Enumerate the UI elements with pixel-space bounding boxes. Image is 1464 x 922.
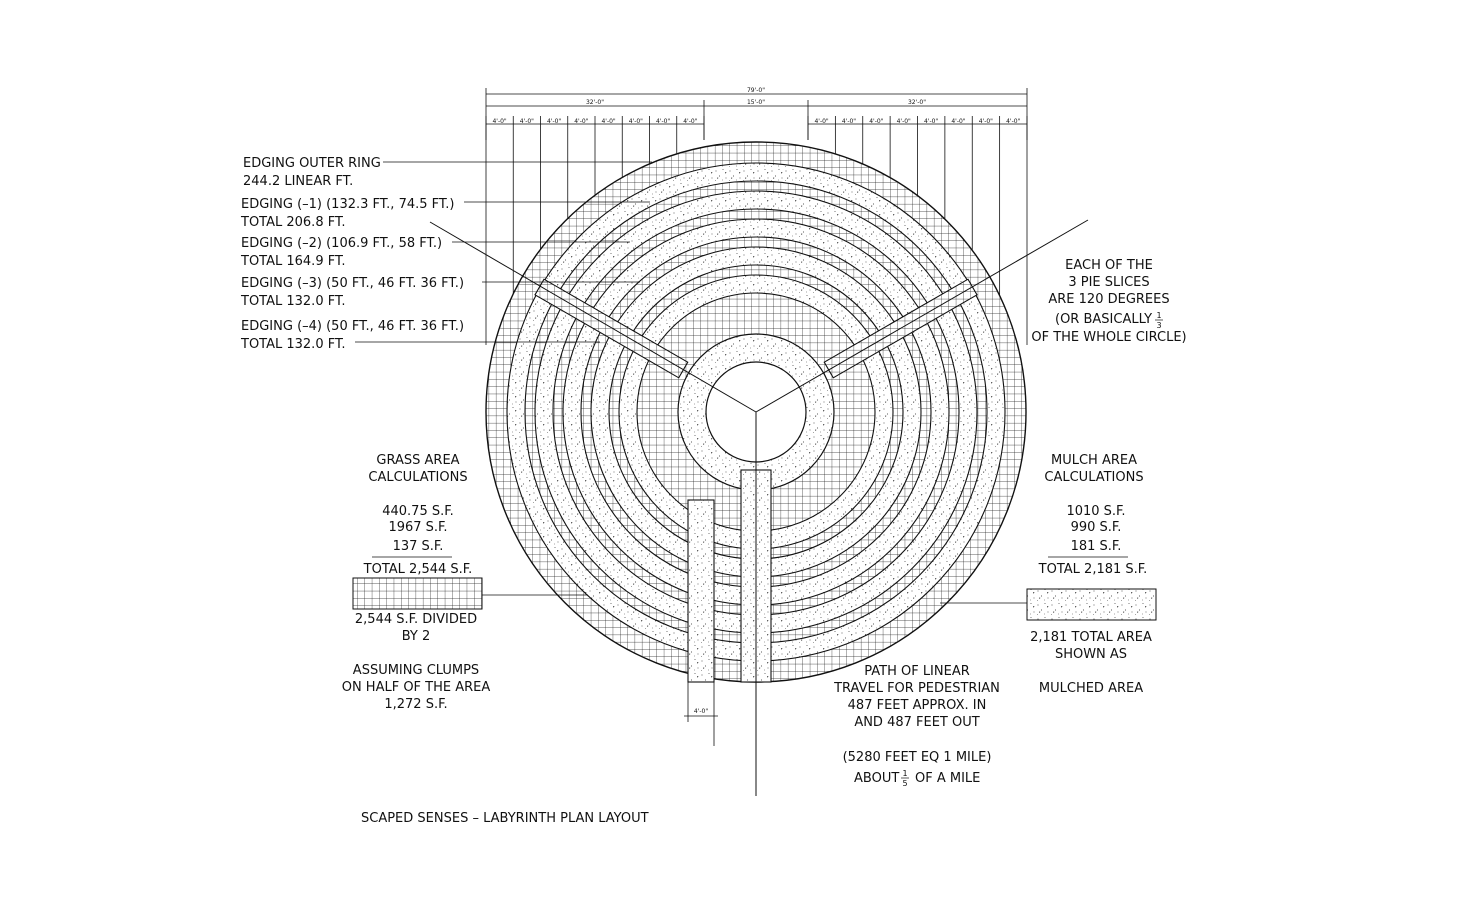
svg-text:EACH OF THE: EACH OF THE <box>1065 258 1153 273</box>
labyrinth <box>429 141 1089 796</box>
svg-text:1967 S.F.: 1967 S.F. <box>388 520 447 535</box>
svg-text:487 FEET APPROX. IN: 487 FEET APPROX. IN <box>848 698 987 713</box>
dimension-segment-label: 4'-0" <box>683 118 697 125</box>
svg-text:EDGING (–2) (106.9 FT., 58 FT.: EDGING (–2) (106.9 FT., 58 FT.) <box>241 236 442 251</box>
dimension-segment-label: 4'-0" <box>629 118 643 125</box>
svg-text:ARE 120 DEGREES: ARE 120 DEGREES <box>1048 292 1169 307</box>
mile-fraction-numerator: 1 <box>902 769 907 778</box>
edging-4-note: EDGING (–4) (50 FT., 46 FT. 36 FT.) TOTA… <box>240 319 600 352</box>
dimension-left: 32'-0" <box>586 99 604 106</box>
svg-text:PATH OF LINEAR: PATH OF LINEAR <box>864 664 970 679</box>
svg-text:EDGING (–1) (132.3 FT., 74.5 F: EDGING (–1) (132.3 FT., 74.5 FT.) <box>241 197 455 212</box>
svg-text:TOTAL 2,544 S.F.: TOTAL 2,544 S.F. <box>363 562 473 577</box>
svg-text:BY 2: BY 2 <box>402 629 431 644</box>
svg-text:CALCULATIONS: CALCULATIONS <box>1044 470 1143 485</box>
svg-text:TOTAL 132.0 FT.: TOTAL 132.0 FT. <box>240 294 346 309</box>
edging-notes: EDGING OUTER RING 244.2 LINEAR FT. EDGIN… <box>240 156 652 352</box>
dimension-segment-label: 4'-0" <box>547 118 561 125</box>
path-travel-note: PATH OF LINEAR TRAVEL FOR PEDESTRIAN 487… <box>833 664 1000 788</box>
svg-text:EDGING OUTER RING: EDGING OUTER RING <box>243 156 381 171</box>
svg-text:MULCH AREA: MULCH AREA <box>1051 453 1137 468</box>
svg-text:TRAVEL FOR PEDESTRIAN: TRAVEL FOR PEDESTRIAN <box>833 681 1000 696</box>
pie-slice-note: EACH OF THE 3 PIE SLICES ARE 120 DEGREES… <box>1031 258 1186 345</box>
entry-side-path-band <box>687 499 715 683</box>
dimension-overall: 79'-0" <box>747 87 765 94</box>
svg-text:CALCULATIONS: CALCULATIONS <box>368 470 467 485</box>
dimension-segment-label: 4'-0" <box>814 118 828 125</box>
svg-text:OF A MILE: OF A MILE <box>915 771 980 786</box>
grass-area-calculations: GRASS AREA CALCULATIONS 440.75 S.F. 1967… <box>342 453 588 712</box>
svg-text:EDGING (–4) (50 FT., 46 FT. 36: EDGING (–4) (50 FT., 46 FT. 36 FT.) <box>241 319 464 334</box>
path-width-dimension <box>684 670 718 746</box>
svg-text:EDGING (–3) (50 FT., 46 FT. 36: EDGING (–3) (50 FT., 46 FT. 36 FT.) <box>241 276 464 291</box>
svg-text:ASSUMING CLUMPS: ASSUMING CLUMPS <box>353 663 479 678</box>
dimension-segment-label: 4'-0" <box>1006 118 1020 125</box>
dimension-segment-label: 4'-0" <box>897 118 911 125</box>
dimension-segment-label: 4'-0" <box>574 118 588 125</box>
edging-1-note: EDGING (–1) (132.3 FT., 74.5 FT.) TOTAL … <box>240 197 650 230</box>
dimension-center: 15'-0" <box>747 99 765 106</box>
svg-text:ON HALF OF THE AREA: ON HALF OF THE AREA <box>342 680 491 695</box>
dimension-segment-label: 4'-0" <box>492 118 506 125</box>
svg-text:MULCHED AREA: MULCHED AREA <box>1039 681 1143 696</box>
svg-text:TOTAL 164.9 FT.: TOTAL 164.9 FT. <box>240 254 346 269</box>
dimension-segment-label: 4'-0" <box>601 118 615 125</box>
dimension-segment-label: 4'-0" <box>842 118 856 125</box>
svg-text:1,272 S.F.: 1,272 S.F. <box>384 697 447 712</box>
svg-text:OF THE WHOLE CIRCLE): OF THE WHOLE CIRCLE) <box>1031 330 1186 345</box>
fraction-numerator: 1 <box>1156 311 1161 320</box>
svg-text:3 PIE SLICES: 3 PIE SLICES <box>1068 275 1149 290</box>
mile-fraction-denominator: 5 <box>902 779 907 788</box>
entry-path <box>687 469 772 683</box>
edging-outer-ring-note: EDGING OUTER RING 244.2 LINEAR FT. <box>243 156 652 189</box>
svg-text:440.75 S.F.: 440.75 S.F. <box>382 504 454 519</box>
svg-text:TOTAL 132.0 FT.: TOTAL 132.0 FT. <box>240 337 346 352</box>
svg-text:181 S.F.: 181 S.F. <box>1071 539 1122 554</box>
svg-text:TOTAL 2,181 S.F.: TOTAL 2,181 S.F. <box>1038 562 1148 577</box>
svg-text:244.2 LINEAR FT.: 244.2 LINEAR FT. <box>243 174 353 189</box>
svg-text:2,181 TOTAL AREA: 2,181 TOTAL AREA <box>1030 630 1152 645</box>
dimension-segment-label: 4'-0" <box>951 118 965 125</box>
svg-text:TOTAL 206.8 FT.: TOTAL 206.8 FT. <box>240 215 346 230</box>
svg-text:(5280 FEET EQ 1 MILE): (5280 FEET EQ 1 MILE) <box>843 750 992 765</box>
fraction-denominator: 3 <box>1156 321 1161 330</box>
drawing-title: SCAPED SENSES – LABYRINTH PLAN LAYOUT <box>361 811 649 826</box>
svg-text:SHOWN AS: SHOWN AS <box>1055 647 1127 662</box>
svg-text:1010 S.F.: 1010 S.F. <box>1066 504 1125 519</box>
svg-text:AND 487 FEET OUT: AND 487 FEET OUT <box>854 715 979 730</box>
edging-2-note: EDGING (–2) (106.9 FT., 58 FT.) TOTAL 16… <box>240 236 630 269</box>
svg-text:990 S.F.: 990 S.F. <box>1071 520 1122 535</box>
svg-text:ABOUT: ABOUT <box>854 771 899 786</box>
dimension-right: 32'-0" <box>908 99 926 106</box>
svg-text:GRASS AREA: GRASS AREA <box>376 453 459 468</box>
mulch-area-calculations: MULCH AREA CALCULATIONS 1010 S.F. 990 S.… <box>940 453 1157 696</box>
dimension-segment-labels: 4'-0" 4'-0" 4'-0" 4'-0" 4'-0" 4'-0" 4'-0" 4'-0"… <box>492 118 1020 125</box>
dimension-segment-label: 4'-0" <box>924 118 938 125</box>
dimension-segment-label: 4'-0" <box>520 118 534 125</box>
path-width-label: 4'-0" <box>694 708 708 715</box>
svg-text:137 S.F.: 137 S.F. <box>393 539 444 554</box>
edging-3-note: EDGING (–3) (50 FT., 46 FT. 36 FT.) TOTA… <box>240 276 640 309</box>
dimension-segment-label: 4'-0" <box>979 118 993 125</box>
dimension-segment-label: 4'-0" <box>656 118 670 125</box>
mulch-legend-swatch <box>1026 588 1157 621</box>
svg-text:2,544 S.F. DIVIDED: 2,544 S.F. DIVIDED <box>355 612 477 627</box>
dimension-segment-label: 4'-0" <box>869 118 883 125</box>
turnback-separator <box>534 278 689 379</box>
svg-text:(OR BASICALLY: (OR BASICALLY <box>1055 312 1152 327</box>
pie-slice-lines <box>429 219 1089 796</box>
grass-legend-swatch <box>352 577 483 610</box>
